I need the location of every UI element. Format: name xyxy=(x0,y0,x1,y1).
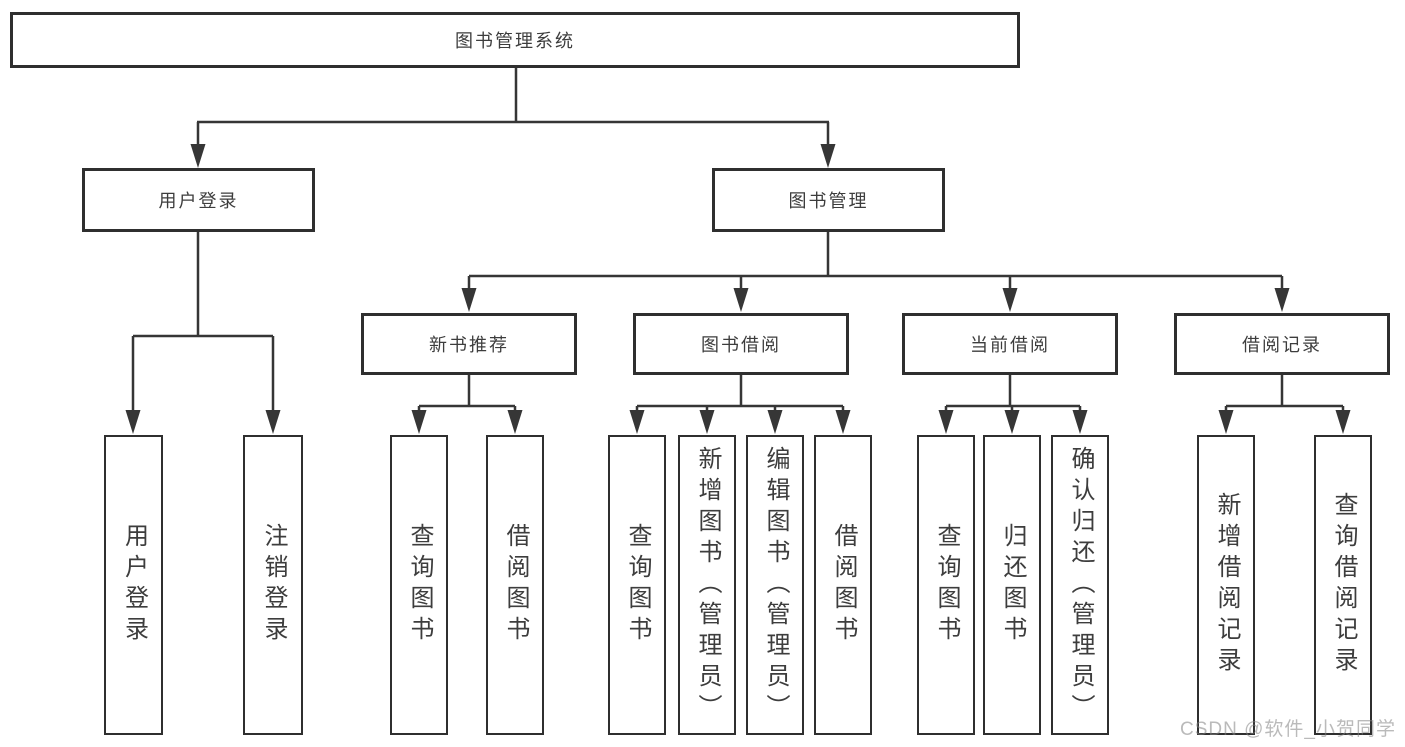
arrowhead-down xyxy=(1218,410,1234,434)
node-leaf-borrow-book-recommend-label: 借阅图书 xyxy=(502,523,529,647)
node-user-login: 用户登录 xyxy=(82,168,315,232)
node-leaf-query-book-recommend-label: 查询图书 xyxy=(406,523,433,647)
node-book-borrow: 图书借阅 xyxy=(633,313,849,375)
connector-user-login-children xyxy=(131,232,275,412)
node-root-label: 图书管理系统 xyxy=(455,31,575,51)
arrowhead-down xyxy=(1002,288,1018,312)
node-leaf-borrow-book: 借阅图书 xyxy=(814,435,872,735)
csdn-watermark: CSDN @软件_小贺同学 xyxy=(1180,719,1396,740)
node-leaf-query-book-recommend: 查询图书 xyxy=(390,435,448,735)
node-leaf-user-login: 用户登录 xyxy=(104,435,163,735)
node-user-login-label: 用户登录 xyxy=(158,191,239,211)
node-current-borrow: 当前借阅 xyxy=(902,313,1118,375)
arrowhead-down xyxy=(835,410,851,434)
connector-new-book-recommend-children xyxy=(417,375,517,412)
arrowhead-down xyxy=(461,288,477,312)
node-leaf-add-book-admin-label: 新增图书（管理员） xyxy=(694,445,721,725)
arrowhead-down xyxy=(411,410,427,434)
arrowhead-down xyxy=(125,410,141,434)
node-book-borrow-label: 图书借阅 xyxy=(701,335,781,355)
node-leaf-query-borrow-record-label: 查询借阅记录 xyxy=(1330,492,1357,678)
node-leaf-add-borrow-record-label: 新增借阅记录 xyxy=(1213,492,1240,678)
arrowhead-down xyxy=(820,144,836,168)
node-leaf-edit-book-admin-label: 编辑图书（管理员） xyxy=(762,445,789,725)
arrowhead-down xyxy=(699,410,715,434)
connector-book-management-children xyxy=(467,232,1284,292)
arrowhead-down xyxy=(265,410,281,434)
connector-root-to-level2 xyxy=(196,68,830,150)
node-leaf-add-borrow-record: 新增借阅记录 xyxy=(1197,435,1255,735)
arrowhead-down xyxy=(629,410,645,434)
node-root-library-system: 图书管理系统 xyxy=(10,12,1020,68)
node-leaf-return-book-label: 归还图书 xyxy=(999,523,1026,647)
node-leaf-confirm-return-admin: 确认归还（管理员） xyxy=(1051,435,1109,735)
node-current-borrow-label: 当前借阅 xyxy=(970,335,1050,355)
node-leaf-user-login-label: 用户登录 xyxy=(120,523,148,647)
node-new-book-recommend: 新书推荐 xyxy=(361,313,577,375)
node-leaf-return-book: 归还图书 xyxy=(983,435,1041,735)
arrowhead-down xyxy=(767,410,783,434)
node-leaf-query-borrow-record: 查询借阅记录 xyxy=(1314,435,1372,735)
node-leaf-borrow-book-recommend: 借阅图书 xyxy=(486,435,544,735)
arrowhead-down xyxy=(190,144,206,168)
arrowhead-down xyxy=(733,288,749,312)
node-leaf-borrow-book-label: 借阅图书 xyxy=(830,523,857,647)
node-leaf-query-book-borrow-label: 查询图书 xyxy=(624,523,651,647)
node-borrow-record: 借阅记录 xyxy=(1174,313,1390,375)
node-book-management: 图书管理 xyxy=(712,168,945,232)
arrowhead-down xyxy=(1072,410,1088,434)
node-book-management-label: 图书管理 xyxy=(788,191,869,211)
arrowhead-down xyxy=(507,410,523,434)
arrowhead-down xyxy=(1274,288,1290,312)
node-leaf-logout-label: 注销登录 xyxy=(260,523,287,647)
node-leaf-edit-book-admin: 编辑图书（管理员） xyxy=(746,435,804,735)
node-leaf-query-book-borrow: 查询图书 xyxy=(608,435,666,735)
node-leaf-query-book-current-label: 查询图书 xyxy=(933,523,960,647)
node-borrow-record-label: 借阅记录 xyxy=(1242,335,1322,355)
connector-current-borrow-children xyxy=(944,375,1082,412)
arrowhead-down xyxy=(1335,410,1351,434)
node-leaf-query-book-current: 查询图书 xyxy=(917,435,975,735)
connector-borrow-record-children xyxy=(1224,375,1345,412)
node-new-book-recommend-label: 新书推荐 xyxy=(429,335,509,355)
node-leaf-confirm-return-admin-label: 确认归还（管理员） xyxy=(1067,445,1094,725)
node-leaf-add-book-admin: 新增图书（管理员） xyxy=(678,435,736,735)
arrowhead-down xyxy=(938,410,954,434)
node-leaf-logout: 注销登录 xyxy=(243,435,303,735)
arrowhead-down xyxy=(1004,410,1020,434)
connector-book-borrow-children xyxy=(635,375,845,412)
